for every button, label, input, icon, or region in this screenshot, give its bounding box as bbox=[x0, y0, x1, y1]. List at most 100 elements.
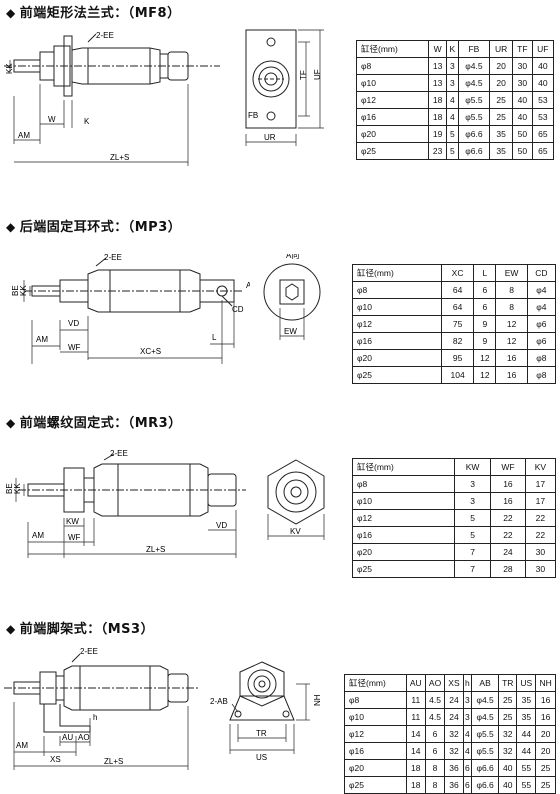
table-cell: φ4 bbox=[526, 298, 557, 316]
mr-side-view: 2-EE BE KK AM KW WF ZL+S VD bbox=[5, 449, 246, 558]
ab-label: 2-AB bbox=[210, 697, 228, 706]
table-cell: 18 bbox=[405, 759, 426, 777]
mp-end-view: A向 EW bbox=[263, 254, 321, 340]
ee-label: 2-EE bbox=[104, 253, 122, 262]
table-cell: 6 bbox=[462, 759, 473, 777]
table-cell: φ10 bbox=[355, 74, 430, 92]
l-label: L bbox=[212, 333, 217, 342]
table-cell: φ20 bbox=[355, 125, 430, 143]
table-cell: 30 bbox=[524, 543, 557, 561]
table-cell: φ20 bbox=[344, 759, 407, 777]
section-title: ◆前端螺纹固定式：（MR3） bbox=[6, 416, 182, 431]
table-cell: 35 bbox=[516, 708, 537, 726]
table-cell: φ20 bbox=[351, 543, 456, 561]
au-label: AU bbox=[62, 733, 73, 742]
table-cell: 16 bbox=[490, 475, 526, 493]
table-cell: 3 bbox=[446, 57, 459, 75]
table-cell: 35 bbox=[489, 125, 514, 143]
mf-side-view: 2-EE KK AM W K ZL+S bbox=[4, 31, 220, 166]
kk-label: KK bbox=[5, 63, 14, 74]
table-cell: 6 bbox=[424, 725, 446, 743]
table-cell: φ5.5 bbox=[471, 725, 500, 743]
table-cell: 4 bbox=[446, 108, 459, 126]
table-cell: φ6 bbox=[526, 315, 557, 333]
column-header: KV bbox=[524, 458, 557, 476]
table-cell: 9 bbox=[473, 315, 497, 333]
table-cell: 40 bbox=[498, 759, 518, 777]
table-cell: 64 bbox=[440, 281, 475, 299]
table-cell: 3 bbox=[454, 475, 492, 493]
table-cell: 28 bbox=[490, 560, 526, 578]
vd-label: VD bbox=[216, 521, 227, 530]
column-header: CD bbox=[526, 264, 557, 282]
table-cell: 65 bbox=[531, 142, 555, 160]
column-header: AU bbox=[405, 674, 426, 692]
table-cell: 44 bbox=[516, 725, 537, 743]
table-cell: 25 bbox=[498, 691, 518, 709]
table-cell: 82 bbox=[440, 332, 475, 350]
h-label: h bbox=[93, 713, 97, 722]
table-cell: 40 bbox=[531, 57, 555, 75]
table-cell: 4 bbox=[446, 91, 459, 109]
table-cell: 22 bbox=[524, 526, 557, 544]
column-header: UR bbox=[489, 40, 514, 58]
be-label: BE bbox=[11, 285, 20, 296]
table-cell: 16 bbox=[535, 691, 556, 709]
column-header: XS bbox=[444, 674, 464, 692]
table-cell: 95 bbox=[440, 349, 475, 367]
nh-label: NH bbox=[313, 694, 322, 706]
diamond-bullet-icon: ◆ bbox=[6, 6, 16, 20]
table-cell: 6 bbox=[473, 281, 497, 299]
table-cell: 30 bbox=[524, 560, 557, 578]
mr-end-view: KV bbox=[267, 459, 325, 540]
table-cell: φ25 bbox=[352, 366, 442, 384]
table-cell: φ6.6 bbox=[457, 125, 491, 143]
table-cell: 23 bbox=[428, 142, 448, 160]
table-cell: 18 bbox=[428, 91, 448, 109]
diamond-bullet-icon: ◆ bbox=[6, 416, 16, 430]
table-cell: 4.5 bbox=[424, 708, 446, 726]
section-ms: ◆前端脚架式：（MS3） 2-EE AM XS AU AO h ZL+S bbox=[0, 616, 560, 794]
fb-label: FB bbox=[248, 111, 258, 120]
column-header: AO bbox=[424, 674, 446, 692]
table-cell: φ12 bbox=[351, 509, 456, 527]
table-cell: 5 bbox=[454, 526, 492, 544]
table-cell: 35 bbox=[489, 142, 514, 160]
table-cell: 12 bbox=[495, 315, 528, 333]
table-cell: 16 bbox=[490, 492, 526, 510]
column-header: KW bbox=[454, 458, 492, 476]
table-cell: 4 bbox=[462, 725, 473, 743]
table-cell: φ5.5 bbox=[457, 108, 491, 126]
table-cell: 17 bbox=[524, 475, 557, 493]
table-cell: 16 bbox=[495, 349, 528, 367]
table-cell: φ4 bbox=[526, 281, 557, 299]
table-cell: 32 bbox=[444, 725, 464, 743]
column-header: 缸径(mm) bbox=[344, 674, 407, 692]
ee-label: 2-EE bbox=[96, 31, 114, 40]
section-mp: ◆后端固定耳环式：（MP3） 2-EE BE KK AM VD WF bbox=[0, 214, 560, 404]
column-header: UF bbox=[531, 40, 555, 58]
table-cell: φ4.5 bbox=[471, 691, 500, 709]
table-cell: 104 bbox=[440, 366, 475, 384]
table-cell: 9 bbox=[473, 332, 497, 350]
uf-label: UF bbox=[313, 69, 322, 80]
table-cell: 25 bbox=[498, 708, 518, 726]
table-cell: 11 bbox=[405, 691, 426, 709]
table-cell: 20 bbox=[489, 57, 514, 75]
table-cell: φ12 bbox=[344, 725, 407, 743]
table-cell: φ16 bbox=[344, 742, 407, 760]
